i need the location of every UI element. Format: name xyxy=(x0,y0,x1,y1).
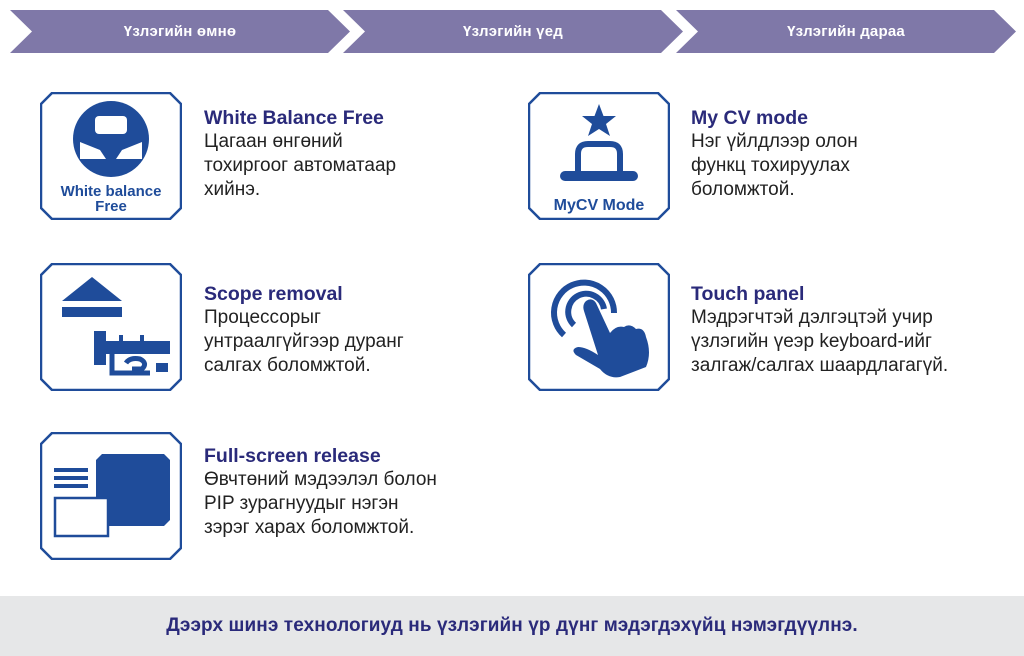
process-steps: Үзлэгийн өмнө Үзлэгийн үед Үзлэгийн дара… xyxy=(0,10,1024,53)
eject-icon xyxy=(62,277,122,301)
mycv-mode-icon: MyCV Mode xyxy=(528,92,670,220)
feature-line: Цагаан өнгөний xyxy=(204,131,343,152)
feature-line: салгах боломжтой. xyxy=(204,355,371,376)
svg-text:Free: Free xyxy=(95,198,127,215)
chevron-shape xyxy=(343,10,683,53)
step-during-exam: Үзлэгийн үед xyxy=(343,10,683,53)
chevron-shape xyxy=(10,10,350,53)
step-label: Үзлэгийн дараа xyxy=(787,23,905,40)
step-label: Үзлэгийн үед xyxy=(463,23,563,40)
feature-line: зэрэг харах боломжтой. xyxy=(204,517,415,538)
feature-line: Процессорыг xyxy=(204,307,321,328)
feature-title: Touch panel xyxy=(691,283,805,305)
feature-description: Touch panel Мэдрэгчтэй дэлгэцтэй учир үз… xyxy=(691,282,1021,378)
full-screen-release-icon xyxy=(40,432,182,560)
white-balance-icon: White balance Free xyxy=(40,92,182,220)
chevron-shape xyxy=(676,10,1016,53)
footer-banner: Дээрх шинэ технологиуд нь үзлэгийн үр дү… xyxy=(0,596,1024,656)
step-before-exam: Үзлэгийн өмнө xyxy=(10,10,350,53)
feature-title: Scope removal xyxy=(204,283,343,305)
footer-text: Дээрх шинэ технологиуд нь үзлэгийн үр дү… xyxy=(166,615,858,636)
feature-line: Нэг үйлдлээр олон xyxy=(691,131,858,152)
feature-line: Мэдрэгчтэй дэлгэцтэй учир xyxy=(691,307,933,328)
feature-line: үзлэгийн үеэр keyboard-ийг xyxy=(691,331,932,352)
feature-description: Full-screen release Өвчтөний мэдээлэл бо… xyxy=(204,444,524,540)
pointing-hand-icon xyxy=(573,299,649,378)
feature-title: White Balance Free xyxy=(204,107,384,129)
feature-line: боломжтой. xyxy=(691,179,795,200)
svg-text:White balance: White balance xyxy=(61,183,162,200)
feature-line: функц тохируулах xyxy=(691,155,850,176)
feature-line: Өвчтөний мэдээлэл болон xyxy=(204,469,437,490)
feature-line: залгаж/салгах шаардлагагүй. xyxy=(691,355,949,376)
step-label: Үзлэгийн өмнө xyxy=(123,23,237,40)
feature-line: PIP зурагнуудыг нэгэн xyxy=(204,493,399,514)
star-icon xyxy=(582,104,616,136)
touch-panel-icon xyxy=(528,263,670,391)
step-after-exam: Үзлэгийн дараа xyxy=(676,10,1016,53)
feature-description: My CV mode Нэг үйлдлээр олон функц тохир… xyxy=(691,106,991,202)
feature-description: White Balance Free Цагаан өнгөний тохирг… xyxy=(204,106,504,202)
feature-line: хийнэ. xyxy=(204,179,261,200)
feature-line: тохиргоог автоматаар xyxy=(204,155,397,176)
feature-title: Full-screen release xyxy=(204,445,381,467)
feature-line: унтраалгүйгээр дуранг xyxy=(204,331,404,352)
scope-removal-icon xyxy=(40,263,182,391)
svg-text:MyCV Mode: MyCV Mode xyxy=(554,197,645,214)
feature-description: Scope removal Процессорыг унтраалгүйгээр… xyxy=(204,282,504,378)
feature-title: My CV mode xyxy=(691,107,809,129)
